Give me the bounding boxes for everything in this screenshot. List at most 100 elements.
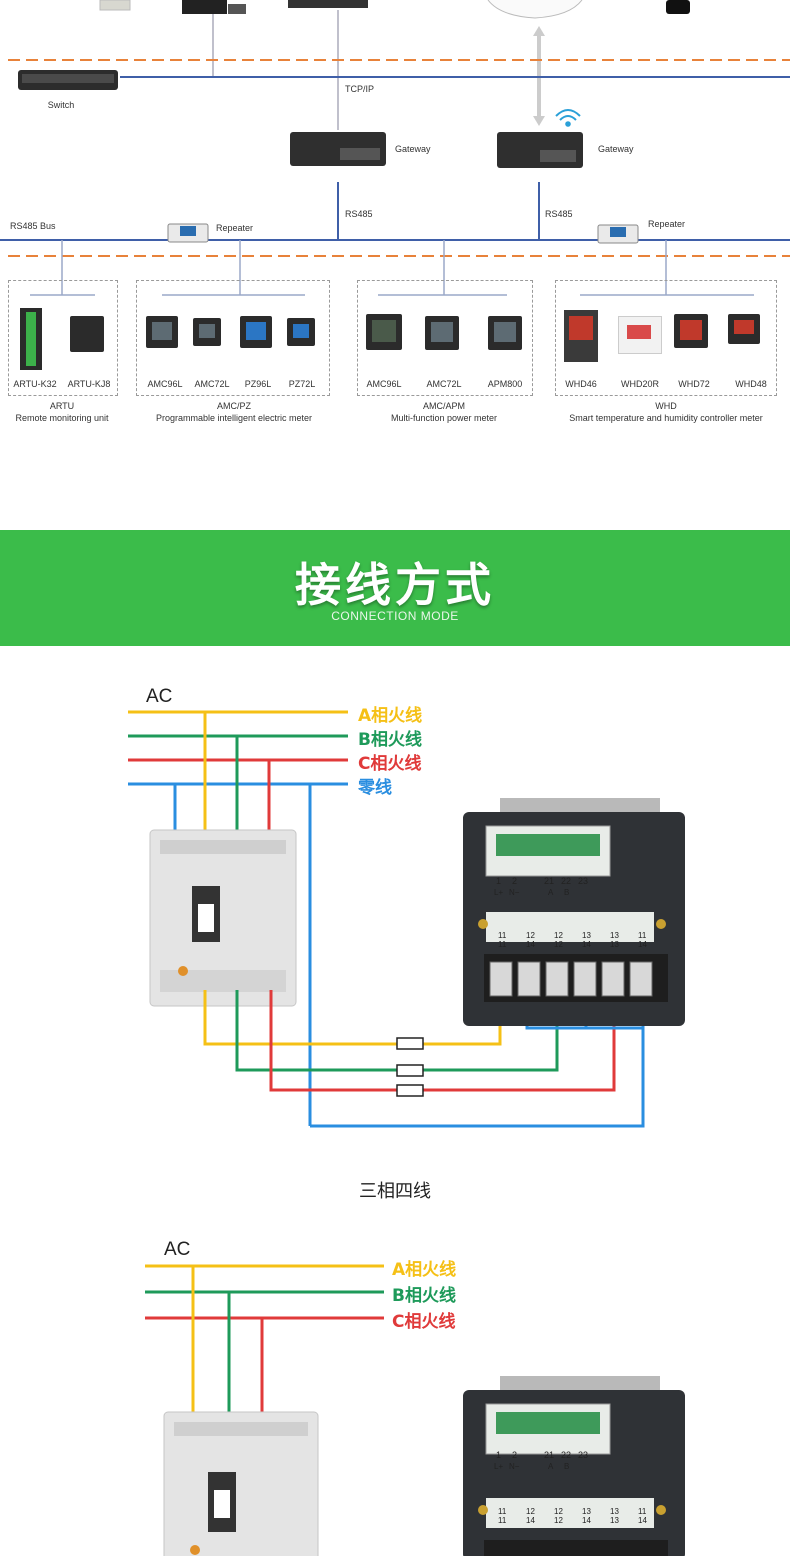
terminal-bottom-label: 13 <box>610 1516 619 1525</box>
group-item-label: PZ72L <box>288 379 316 389</box>
terminal-top-label: 2 <box>512 1450 517 1460</box>
group-box-amc-apm <box>357 280 533 396</box>
terminal-bottom-label: 11 <box>498 1516 507 1525</box>
group-item-label: ARTU-KJ8 <box>67 379 111 389</box>
diagram-1-caption: 三相四线 <box>359 1181 431 1202</box>
group-desc: Remote monitoring unit <box>15 413 109 423</box>
circuit-breaker-2 <box>163 1411 319 1556</box>
device-top-3 <box>288 0 368 8</box>
terminal-top-label: 22 <box>561 1450 571 1460</box>
terminal-bottom-label: 12 <box>554 1507 563 1516</box>
terminal-bottom-label: 13 <box>610 940 619 949</box>
terminal-bottom-label: 13 <box>582 1507 591 1516</box>
device-top-2b <box>228 4 246 14</box>
wifi-icon <box>555 109 581 127</box>
meter-1-terminal-labels: 1 2 21 22 23 L+ N− A B 11 12 12 13 13 11… <box>494 876 647 949</box>
gateway-2-label: Gateway <box>598 144 634 154</box>
terminal-top-label: 21 <box>544 1450 554 1460</box>
terminal-bottom-label: 14 <box>638 1516 647 1525</box>
terminal-bottom-label: 13 <box>610 931 619 940</box>
phone-device <box>666 0 690 14</box>
group-item-label: AMC96L <box>366 379 402 389</box>
terminal-bottom-label: 11 <box>638 1507 647 1516</box>
terminal-top-sub: L+ <box>494 1462 503 1471</box>
terminal-bottom-label: 12 <box>526 1507 535 1516</box>
repeater-2 <box>597 224 639 244</box>
terminal-bottom-label: 12 <box>526 931 535 940</box>
rs485-label-2: RS485 <box>545 209 573 219</box>
terminal-bottom-label: 13 <box>610 1507 619 1516</box>
rs485-label-1: RS485 <box>345 209 373 219</box>
switch-label: Switch <box>47 100 75 110</box>
terminal-top-sub: N− <box>509 1462 520 1471</box>
wire-label-b-2: B相火线 <box>392 1286 456 1306</box>
whd72-device <box>674 314 708 348</box>
gateway-1-label: Gateway <box>395 144 431 154</box>
wire-label-c: C相火线 <box>358 754 422 774</box>
group-name: AMC/PZ <box>216 401 252 411</box>
wiring-diagram-2 <box>145 1264 685 1556</box>
terminal-top-sub: B <box>564 1462 569 1471</box>
meter-2-terminal-labels: 1 2 21 22 23 L+ N− A B 11 12 12 13 13 11… <box>494 1450 647 1525</box>
artu-kj8-device <box>70 316 104 352</box>
terminal-top-sub: A <box>548 888 554 897</box>
group-item-label: WHD20R <box>620 379 660 389</box>
group-desc: Multi-function power meter <box>390 413 498 423</box>
meter-1-terminals <box>489 961 653 997</box>
wire-label-neutral: 零线 <box>358 778 392 798</box>
group-item-label: ARTU-K32 <box>13 379 57 389</box>
group-name: WHD <box>655 401 677 411</box>
terminal-bottom-label: 13 <box>582 931 591 940</box>
repeater-1-label: Repeater <box>216 223 254 233</box>
wire-label-a: A相火线 <box>358 706 423 726</box>
terminal-top-label: 23 <box>578 876 588 886</box>
terminal-top-sub: A <box>548 1462 554 1471</box>
repeater-2-label: Repeater <box>648 219 686 229</box>
terminal-bottom-label: 12 <box>554 940 563 949</box>
group-desc: Programmable intelligent electric meter <box>155 413 313 423</box>
device-top-1 <box>99 0 131 11</box>
whd46-device <box>564 310 598 362</box>
terminal-bottom-label: 14 <box>526 940 535 949</box>
whd20r-device <box>618 316 662 354</box>
terminal-bottom-label: 11 <box>638 931 647 940</box>
terminal-bottom-label: 11 <box>498 940 507 949</box>
group-item-label: WHD72 <box>678 379 710 389</box>
rs485-bus-label: RS485 Bus <box>10 221 56 231</box>
fuse-1 <box>396 1037 424 1050</box>
terminal-top-sub: N− <box>509 888 520 897</box>
meter-amc72l-1 <box>193 318 221 346</box>
group-name: AMC/APM <box>422 401 466 411</box>
meter-amc72l-2 <box>425 316 459 350</box>
terminal-bottom-label: 14 <box>526 1516 535 1525</box>
group-box-whd <box>555 280 777 396</box>
whd48-device <box>728 314 760 344</box>
power-meter-2 <box>463 1376 685 1556</box>
terminal-top-label: 22 <box>561 876 571 886</box>
wiring-diagram-1 <box>128 710 685 1128</box>
terminal-top-sub: B <box>564 888 569 897</box>
circuit-breaker-1 <box>149 829 297 1007</box>
banner-subtitle: CONNECTION MODE <box>331 609 459 623</box>
terminal-bottom-label: 14 <box>582 1516 591 1525</box>
ac-label-2: AC <box>164 1239 191 1260</box>
banner-title: 接线方式 <box>295 558 495 612</box>
cloud-shape <box>487 0 583 19</box>
terminal-bottom-label: 11 <box>498 931 507 940</box>
tcp-ip-label: TCP/IP <box>345 84 375 94</box>
section-banner <box>0 530 790 646</box>
meter-amc96l-2 <box>366 314 402 350</box>
fuse-2 <box>396 1064 424 1077</box>
group-box-artu <box>8 280 118 396</box>
device-top-2 <box>182 0 227 14</box>
fuse-3 <box>396 1084 424 1097</box>
group-item-label: AMC96L <box>147 379 183 389</box>
terminal-bottom-label: 12 <box>554 931 563 940</box>
terminal-bottom-label: 14 <box>638 940 647 949</box>
group-item-label: AMC72L <box>194 379 230 389</box>
meter-pz96l <box>240 316 272 348</box>
wire-label-b: B相火线 <box>358 730 422 750</box>
group-item-label: WHD46 <box>565 379 597 389</box>
repeater-1 <box>167 223 209 243</box>
group-item-label: PZ96L <box>244 379 272 389</box>
